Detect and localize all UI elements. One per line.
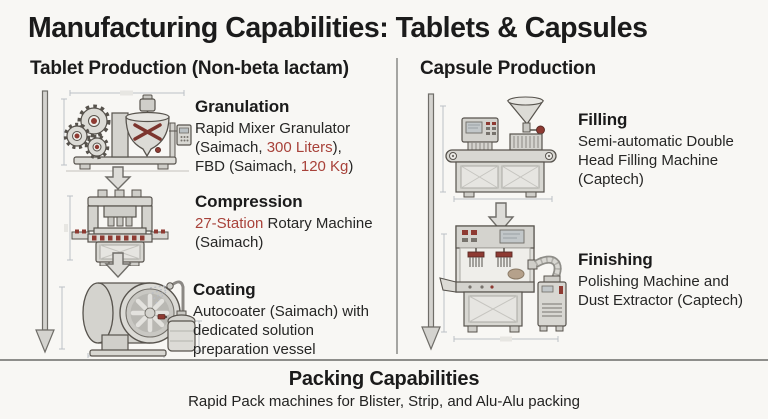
gear-icon xyxy=(63,104,111,160)
stage-title-compression: Compression xyxy=(195,192,303,211)
stage-title-granulation: Granulation xyxy=(195,97,290,116)
text-segment: Head Filling Machine xyxy=(578,152,719,169)
stage-line: (Captech) xyxy=(578,170,734,189)
stage-line: 27-Station Rotary Machine xyxy=(195,214,373,233)
spray-nozzle xyxy=(148,280,185,317)
stage-finishing: Finishing Polishing Machine and Dust Ext… xyxy=(578,250,743,310)
highlight-text: 300 Liters xyxy=(266,139,333,156)
stage-granulation: Granulation Rapid Mixer Granulator (Saim… xyxy=(195,97,353,176)
tablet-flow-arrow-icon xyxy=(35,90,55,354)
text-segment: ), xyxy=(332,139,342,156)
coating-drum xyxy=(82,282,181,344)
stage-title-finishing: Finishing xyxy=(578,250,653,269)
step-arrow-icon xyxy=(104,166,132,190)
text-segment: Semi-automatic Double xyxy=(578,133,734,150)
stage-line: Autocoater (Saimach) with xyxy=(193,302,369,321)
polishing-machine-illustration xyxy=(439,225,567,342)
stage-filling: Filling Semi-automatic Double Head Filli… xyxy=(578,110,734,189)
text-segment: preparation vessel xyxy=(193,341,316,358)
tablet-section-header: Tablet Production (Non-beta lactam) xyxy=(30,58,349,79)
stage-line: FBD (Saimach, 120 Kg) xyxy=(195,157,353,176)
stage-line: Semi-automatic Double xyxy=(578,132,734,151)
stage-line: preparation vessel xyxy=(193,340,369,359)
dimension-lines xyxy=(61,90,185,166)
stage-line: Head Filling Machine xyxy=(578,151,734,170)
text-segment: Rapid Mixer Granulator xyxy=(195,120,351,137)
text-segment: (Captech) xyxy=(578,171,644,188)
control-panel xyxy=(461,117,499,151)
polishing-brushes xyxy=(467,248,525,280)
capsule-flow-arrow-icon xyxy=(421,93,441,351)
granulator-machine-illustration xyxy=(61,90,192,172)
stage-line: Dust Extractor (Captech) xyxy=(578,291,743,310)
packing-subtitle: Rapid Pack machines for Blister, Strip, … xyxy=(188,393,580,410)
tablet-row xyxy=(92,235,145,241)
solution-vessel xyxy=(157,310,196,352)
footer-divider xyxy=(0,359,768,361)
stage-line: dedicated solution xyxy=(193,321,369,340)
rotary-press-machine-illustration xyxy=(64,189,169,266)
step-arrow-icon xyxy=(487,202,515,232)
dimension-lines xyxy=(64,195,73,261)
stage-coating: Coating Autocoater (Saimach) with dedica… xyxy=(193,280,369,359)
stage-title-filling: Filling xyxy=(578,110,628,129)
stage-line: (Saimach) xyxy=(195,233,373,252)
text-segment: Dust Extractor (Captech) xyxy=(578,292,744,309)
highlight-text: 27-Station xyxy=(195,215,264,232)
stage-title-coating: Coating xyxy=(193,280,256,299)
mixer-vessel xyxy=(125,94,176,158)
capsule-filling-machine-illustration xyxy=(440,96,557,202)
highlight-text: 120 Kg xyxy=(300,158,349,175)
stage-line: (Saimach, 300 Liters), xyxy=(195,138,353,157)
dust-extractor xyxy=(537,275,567,332)
text-segment: dedicated solution xyxy=(193,322,314,339)
hopper xyxy=(506,96,545,151)
text-segment: Autocoater (Saimach) with xyxy=(193,303,369,320)
text-segment: Polishing Machine and xyxy=(578,273,729,290)
text-segment: (Saimach, xyxy=(195,139,267,156)
text-segment: ) xyxy=(348,158,354,175)
text-segment: (Saimach) xyxy=(195,234,264,251)
text-segment: Rotary Machine xyxy=(263,215,373,232)
stage-line: Polishing Machine and xyxy=(578,272,743,291)
dimension-lines xyxy=(440,105,553,202)
column-divider xyxy=(396,58,398,354)
stage-line: Rapid Mixer Granulator xyxy=(195,119,353,138)
step-arrow-icon xyxy=(104,252,132,278)
capsule-section-header: Capsule Production xyxy=(420,58,596,79)
page-title: Manufacturing Capabilities: Tablets & Ca… xyxy=(28,12,648,44)
autocoater-machine-illustration xyxy=(59,280,202,358)
packing-section-header: Packing Capabilities xyxy=(288,368,480,390)
text-segment: FBD (Saimach, xyxy=(195,158,301,175)
stage-compression: Compression 27-Station Rotary Machine (S… xyxy=(195,192,373,252)
control-panel xyxy=(455,225,535,249)
control-panel xyxy=(169,124,192,146)
